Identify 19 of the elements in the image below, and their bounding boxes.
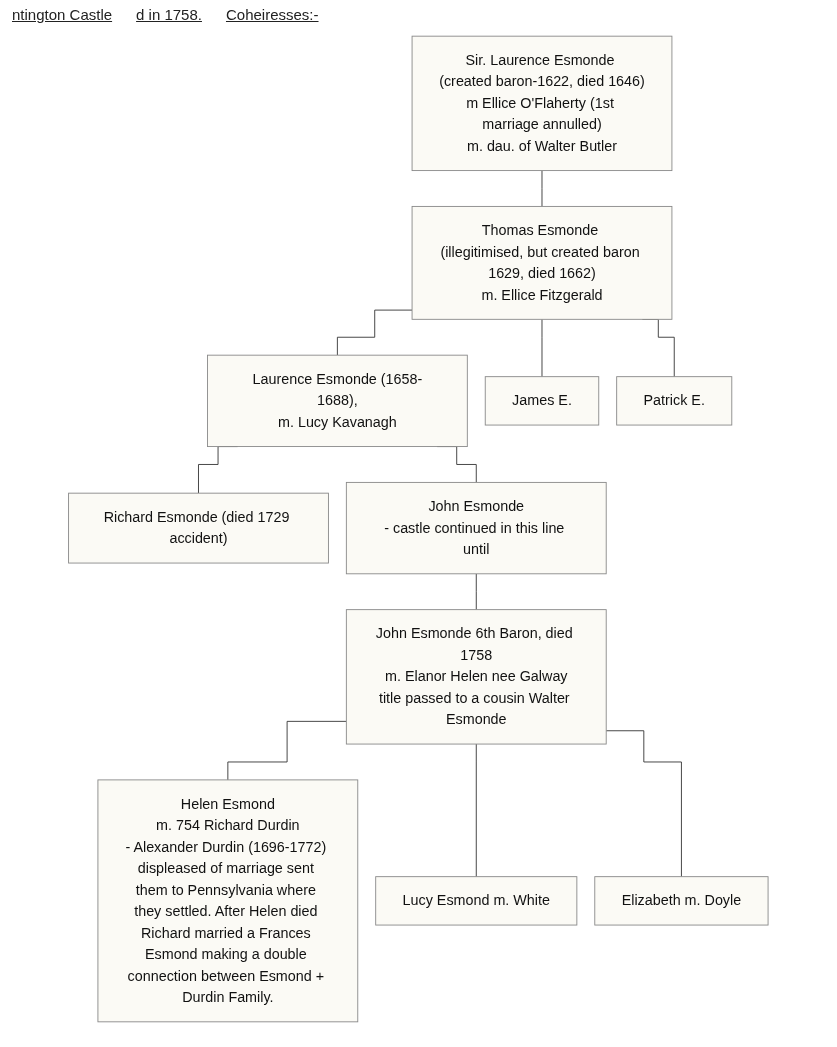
node-box: James E.: [484, 376, 600, 426]
connector: [605, 730, 683, 878]
connector: [476, 743, 477, 878]
node-box: Richard Esmonde (died 1729 accident): [68, 492, 330, 564]
node-box: Lucy Esmond m. White: [375, 876, 578, 926]
node-box: John Esmonde 6th Baron, died 1758 m. Elanor Helen nee Galway title passed to a cousin Walter Esmonde: [346, 609, 607, 745]
note-text: d in 1758.: [136, 6, 202, 23]
node-box: Sir. Laurence Esmonde (created baron-1622, died 1646) m Ellice O'Flaherty (1st marriage annulled) m. dau. of Walter Butler: [411, 35, 673, 172]
connector: [227, 720, 347, 781]
note-text: Coheiresses:-: [225, 6, 319, 23]
note-text: ntington Castle: [12, 6, 113, 23]
node-box: John Esmonde - castle continued in this line until: [346, 481, 607, 575]
connector: [337, 309, 413, 356]
node-box: Thomas Esmonde (illegitimised, but created baron 1629, died 1662) m. Ellice Fitzgerald: [411, 205, 673, 320]
connector: [476, 573, 477, 611]
node-box: Patrick E.: [616, 376, 733, 426]
node-box: Laurence Esmonde (1658-1688), m. Lucy Kavanagh: [207, 354, 468, 447]
node-box: Elizabeth m. Doyle: [594, 876, 769, 926]
node-box: Helen Esmond m. 754 Richard Durdin - Alexander Durdin (1696-1772) displeased of marriage sent them to Pennsylvania where they settled. After Helen died Richard married a Frances Esmond making a double connection between Esmond + Durdin Family.: [97, 779, 359, 1023]
